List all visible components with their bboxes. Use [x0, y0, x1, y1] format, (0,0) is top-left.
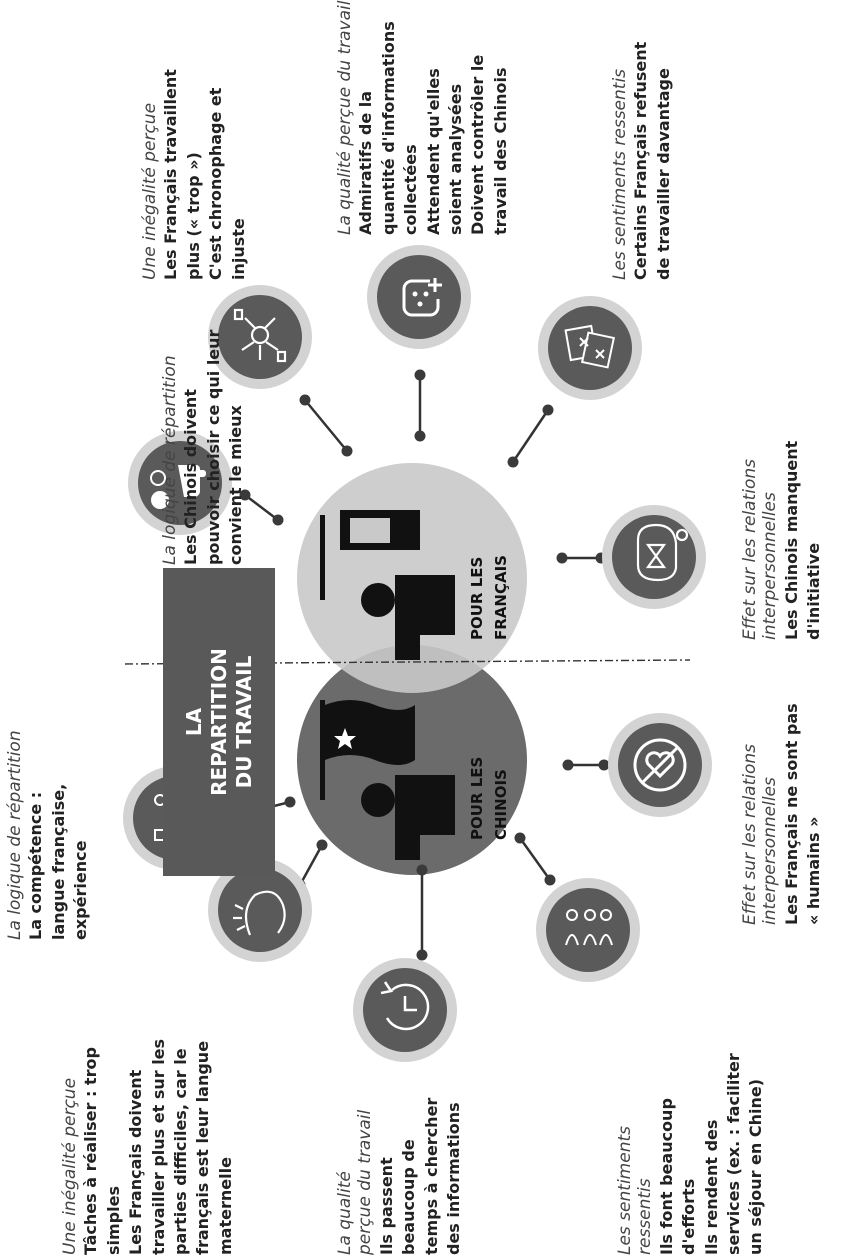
text-line: Tâches à réaliser : trop: [81, 1047, 101, 1255]
stress-head-icon: [208, 858, 312, 962]
text-line: Admiratifs de la: [356, 90, 376, 235]
text-line: injuste: [228, 218, 248, 280]
dashed-divider: [124, 659, 691, 665]
text-line: français est leur langue: [193, 1040, 213, 1255]
category-label: La qualité perçue du travail: [335, 0, 355, 235]
no-heart-icon: [608, 713, 712, 817]
category-line: perçue du travail: [355, 1109, 376, 1255]
text-line: Ils font beaucoup: [656, 1098, 676, 1255]
text-line: Les Français ne sont pas: [781, 703, 801, 925]
category-label: La logique de répartition: [5, 730, 25, 940]
text-line: maternelle: [215, 1157, 235, 1255]
text-line: quantité d'informations: [378, 21, 398, 235]
text-line: simples: [103, 1186, 123, 1255]
clock-refresh-icon: [353, 958, 457, 1062]
category-label: La qualité perçue du travail: [335, 1080, 376, 1255]
text-line: des informations: [443, 1102, 463, 1255]
papers-pile-icon: [538, 296, 642, 400]
category-line: interpersonnelles: [760, 492, 781, 640]
chinois-label-line-1: POUR LES: [468, 756, 486, 840]
hourglass-gear-head-icon: [602, 505, 706, 609]
category-label: Une inégalité perçue: [60, 1077, 80, 1255]
chinese-person-flag-icon: [320, 700, 455, 860]
text-line: expérience: [71, 840, 91, 940]
text-line: Doivent contrôler le: [468, 54, 488, 235]
diagram-title: LA REPARTITION DU TRAVAIL: [163, 568, 275, 876]
text-line: un séjour en Chine): [746, 1078, 766, 1255]
title-line-2: REPARTITION: [206, 648, 231, 796]
text-line: La compétence :: [26, 791, 46, 940]
category-line: Effet sur les relations: [740, 458, 760, 640]
category-line: Les sentiments: [615, 1126, 635, 1255]
category-label: Effet sur les relations interpersonnelle…: [740, 390, 781, 640]
text-line: Les Chinois manquent: [781, 440, 801, 640]
text-line: Ils passent: [376, 1157, 396, 1255]
title-line-1: LA: [181, 707, 206, 737]
text-line: d'initiative: [804, 542, 824, 640]
category-line: La qualité: [335, 1171, 355, 1255]
text-line: Attendent qu'elles: [423, 68, 443, 235]
text-line: Ils rendent des: [701, 1119, 721, 1255]
text-line: services (ex. : faciliter: [723, 1053, 743, 1255]
category-line: ressentis: [635, 1178, 656, 1255]
text-line: C'est chronophage et: [206, 87, 226, 280]
category-label: Une inégalité perçue: [140, 102, 160, 280]
overworked-person-icon: [208, 285, 312, 389]
text-line: Les Français doivent: [126, 1069, 146, 1255]
text-line: collectées: [401, 144, 421, 235]
category-label: Les sentiments ressentis: [610, 68, 630, 280]
text-line: « humains »: [804, 816, 824, 925]
text-line: Les Chinois doivent: [181, 389, 201, 565]
french-person-stand-icon: [320, 510, 455, 660]
category-label: Les sentiments ressentis: [615, 1055, 656, 1255]
text-line: de travailler davantage: [653, 68, 673, 280]
francais-label-line-1: POUR LES: [468, 556, 486, 640]
category-label: Effet sur les relations interpersonnelle…: [740, 665, 781, 925]
francais-label-line-2: FRANÇAIS: [492, 555, 510, 640]
text-line: travailler plus et sur les: [148, 1038, 168, 1255]
category-line: Effet sur les relations: [740, 743, 760, 925]
text-line: pouvoir choisir ce qui leur: [203, 329, 223, 565]
text-line: d'efforts: [679, 1178, 699, 1255]
text-line: soient analysées: [445, 83, 465, 235]
people-group-icon: [536, 878, 640, 982]
chinois-label-line-2: CHINOIS: [492, 769, 510, 840]
hand-choose-icon: [128, 431, 232, 535]
text-line: convient le mieux: [226, 405, 246, 565]
text-line: travail des Chinois: [490, 67, 510, 235]
text-line: plus (« trop »): [183, 152, 203, 280]
text-line: parties difficiles, car le: [170, 1048, 190, 1255]
face-plus-icon: [367, 245, 471, 349]
text-line: temps à chercher: [421, 1097, 441, 1255]
category-label: La logique de répartition: [160, 355, 180, 565]
title-line-3: DU TRAVAIL: [231, 655, 256, 789]
text-line: Les Français travaillent: [161, 69, 181, 280]
text-line: langue française,: [48, 783, 68, 940]
text-line: beaucoup de: [399, 1139, 419, 1255]
text-line: Certains Français refusent: [631, 41, 651, 280]
category-line: interpersonnelles: [760, 777, 781, 925]
